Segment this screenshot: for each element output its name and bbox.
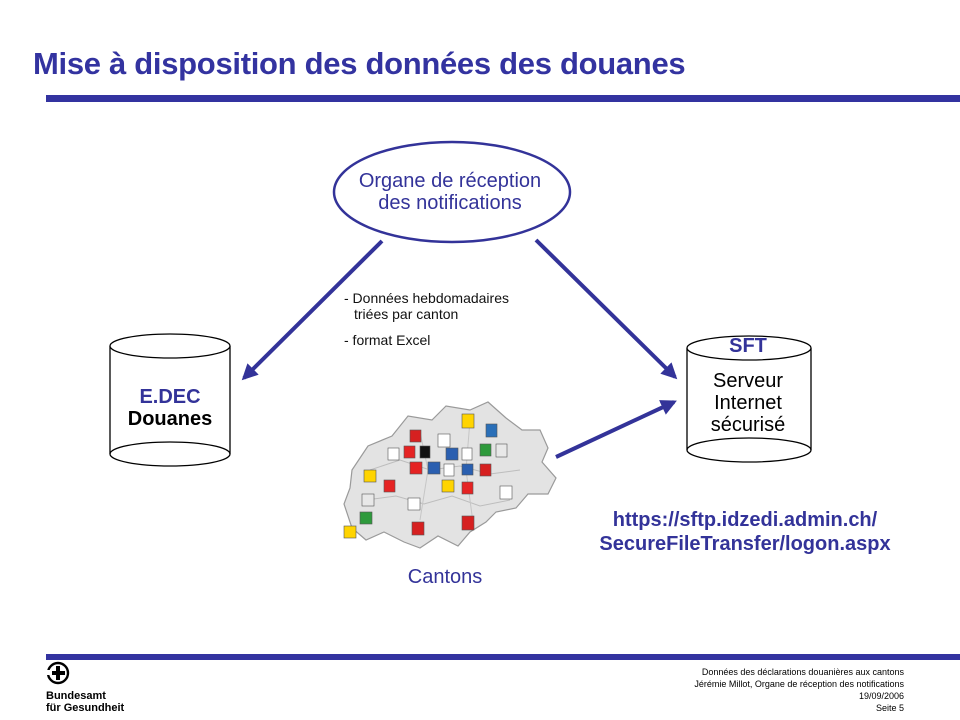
sft-cylinder xyxy=(686,335,812,463)
arrow-to-edec xyxy=(241,239,384,381)
sft-label-line1: Serveur xyxy=(712,370,784,392)
cantons-label: Cantons xyxy=(407,566,483,588)
arrow-to-sft xyxy=(534,238,678,380)
data-notes: - Données hebdomadaires triées par canto… xyxy=(344,290,509,348)
slide-title: Mise à disposition des données des douan… xyxy=(33,46,686,81)
logo-text: Bundesamt für Gesundheit xyxy=(46,690,124,714)
url-line2: SecureFileTransfer/logon.aspx xyxy=(599,533,891,555)
sft-url-link[interactable]: https://sftp.idzedi.admin.ch/ SecureFile… xyxy=(560,508,930,556)
logo-line1: Bundesamt xyxy=(46,690,106,702)
note-line3: - format Excel xyxy=(344,332,431,348)
edec-label-line2: Douanes xyxy=(127,408,213,430)
footer-line2: Jérémie Millot, Organe de réception des … xyxy=(694,679,904,689)
arrow-cantons-to-sft xyxy=(555,400,677,459)
sft-label: Serveur Internet sécurisé xyxy=(686,370,810,436)
footer-date: 19/09/2006 xyxy=(858,691,904,701)
footer-rule xyxy=(46,654,960,660)
note-line2: triées par canton xyxy=(354,306,459,322)
reception-label-line1: Organe de réception xyxy=(358,170,542,192)
edec-cylinder xyxy=(109,333,231,467)
logo-line2: für Gesundheit xyxy=(46,702,125,714)
footer-line1: Données des déclarations douanières aux … xyxy=(701,667,904,677)
footer-page: Seite 5 xyxy=(875,703,904,713)
sft-label-line3: sécurisé xyxy=(710,414,786,436)
sft-label-line2: Internet xyxy=(714,392,782,414)
url-line1: https://sftp.idzedi.admin.ch/ xyxy=(612,509,878,531)
bag-logo-icon xyxy=(46,661,70,685)
note-line1: - Données hebdomadaires xyxy=(344,290,509,306)
edec-label-line1: E.DEC xyxy=(139,386,201,408)
switzerland-map-icon xyxy=(343,401,557,549)
edec-label: E.DEC Douanes xyxy=(108,386,232,430)
sft-title: SFT xyxy=(729,335,767,357)
reception-label: Organe de réception des notifications xyxy=(330,170,570,214)
footer-info: Données des déclarations douanières aux … xyxy=(694,666,904,714)
title-rule xyxy=(46,95,960,102)
reception-ellipse xyxy=(332,140,572,244)
reception-label-line2: des notifications xyxy=(378,192,522,214)
